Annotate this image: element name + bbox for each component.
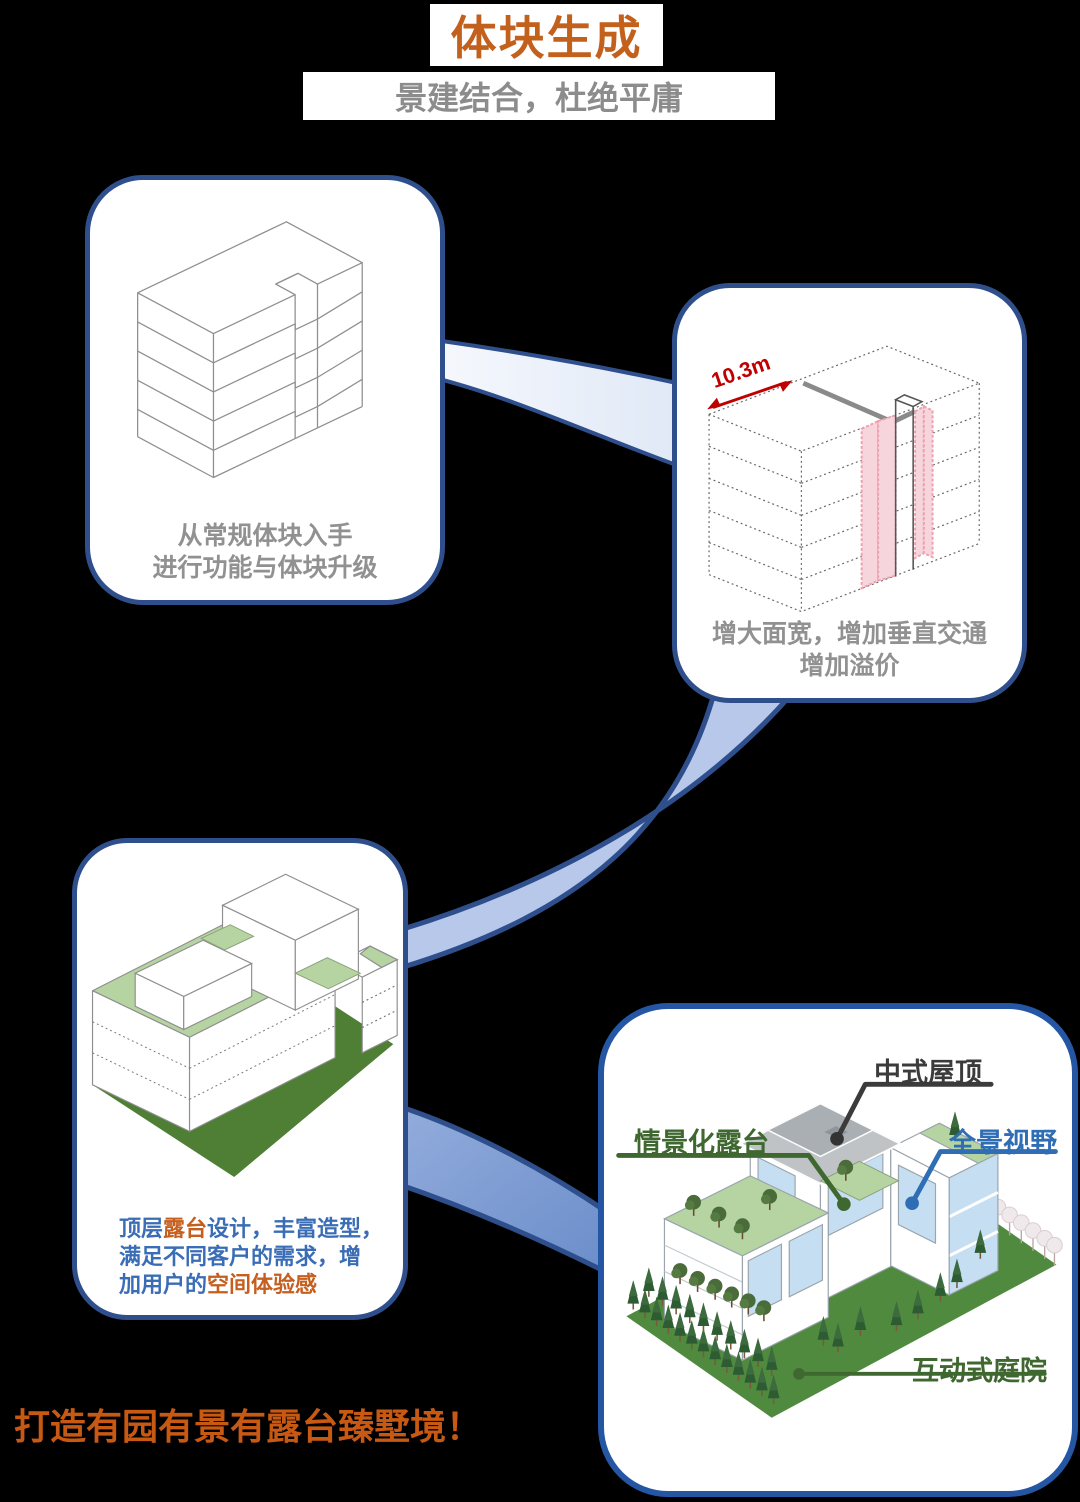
label-scenic-terrace: 情景化露台 — [634, 1128, 769, 1158]
terrace-leader-line — [616, 1152, 847, 1207]
ribbon-panel3-to-panel4 — [395, 1102, 613, 1279]
p3-seg: 设计，丰富造型， — [207, 1216, 384, 1241]
page-title: 体块生成 — [450, 12, 643, 64]
panel2-caption-line1: 增大面宽，增加垂直交通 — [711, 620, 987, 648]
roof-leader-line — [834, 1081, 994, 1142]
p3-seg-terrace: 露台 — [163, 1216, 208, 1241]
panel1-caption-line2: 进行功能与体块升级 — [152, 554, 378, 582]
panel1-caption-line1: 从常规体块入手 — [177, 522, 353, 550]
page-title-box: 体块生成 — [430, 4, 663, 66]
panel1-caption: 从常规体块入手 进行功能与体块升级 — [90, 520, 440, 584]
roof-ridge-line — [802, 380, 917, 425]
circulation-shaft-highlights — [860, 404, 934, 590]
panel3-caption: 顶层露台设计，丰富造型， 满足不同客户的需求，增 加用户的空间体验感 — [119, 1215, 389, 1299]
page-subtitle-box: 景建结合，杜绝平庸 — [303, 72, 775, 120]
label-chinese-roof: 中式屋顶 — [874, 1058, 982, 1088]
wireframe-massing-illustration — [137, 221, 363, 479]
courtyard-leader-dot — [793, 1367, 805, 1380]
p3-seg-experience: 空间体验感 — [207, 1272, 318, 1297]
label-panoramic-view: 全景视野 — [949, 1128, 1057, 1158]
p3-seg: 满足不同客户的需求，增 — [119, 1244, 362, 1269]
panel2-caption: 增大面宽，增加垂直交通 增加溢价 — [677, 618, 1022, 682]
panel-final-scheme: 中式屋顶 情景化露台 全景视野 互动式庭院 — [598, 1003, 1078, 1497]
view-leader-line — [909, 1149, 1058, 1206]
roof-leader-dot — [830, 1132, 844, 1146]
page-subtitle: 景建结合，杜绝平庸 — [394, 80, 683, 116]
panel-width-circulation: 10.3m 增大面宽，增加垂直交通 增加溢价 — [672, 283, 1027, 703]
ribbon-panel1-to-panel2 — [433, 337, 692, 473]
rendered-scheme-illustration — [616, 1081, 1063, 1418]
circulation-massing-illustration: 10.3m — [707, 345, 980, 613]
dimension-label: 10.3m — [708, 350, 773, 392]
panel-roof-terrace-design: 顶层露台设计，丰富造型， 满足不同客户的需求，增 加用户的空间体验感 — [72, 838, 408, 1320]
p3-seg: 顶层 — [119, 1216, 164, 1241]
terrace-leader-dot — [837, 1197, 851, 1211]
footer-slogan: 打造有园有景有露台臻墅境！ — [14, 1406, 483, 1447]
terrace-massing-illustration — [91, 873, 399, 1177]
panel-base-massing: 从常规体块入手 进行功能与体块升级 — [85, 175, 445, 605]
label-interactive-courtyard: 互动式庭院 — [912, 1356, 1047, 1386]
view-leader-dot — [905, 1196, 919, 1211]
dimension-arrow: 10.3m — [707, 350, 793, 410]
panel2-caption-line2: 增加溢价 — [799, 652, 900, 680]
p3-seg: 加用户的 — [119, 1272, 208, 1297]
ribbon-panel2-to-panel3 — [397, 687, 801, 972]
